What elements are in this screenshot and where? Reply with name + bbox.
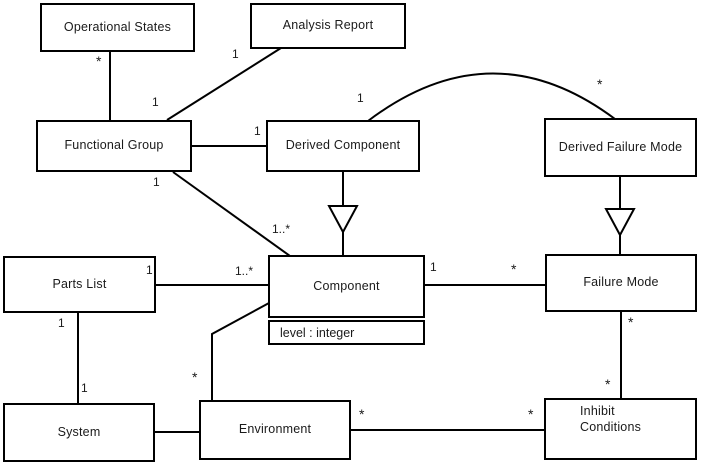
class-box-system[interactable]: System bbox=[3, 403, 155, 462]
multiplicity-derived-component-derived-failure-mode-end: 1 bbox=[357, 91, 364, 105]
connector-derived-component-derived-failure-mode bbox=[367, 72, 616, 122]
multiplicity-operational-states-end: * bbox=[96, 53, 102, 69]
class-name-operational-states: Operational States bbox=[63, 19, 172, 34]
multiplicity-component-parts-list-end: 1..* bbox=[235, 264, 254, 278]
connector-component-environment bbox=[211, 302, 270, 401]
class-box-component[interactable]: Component bbox=[268, 255, 425, 318]
class-name-parts-list: Parts List bbox=[52, 276, 107, 291]
class-name-environment: Environment bbox=[238, 422, 312, 437]
connector-analysis-report-functional-group bbox=[166, 47, 282, 121]
class-box-inhibit-conditions[interactable]: Inhibit Conditions bbox=[544, 398, 697, 460]
multiplicity-system-parts-list-end: 1 bbox=[81, 381, 88, 395]
multiplicity-failure-mode-inhibit-conditions-end: * bbox=[628, 314, 634, 330]
generalization-triangle-derived-component bbox=[327, 205, 359, 235]
multiplicity-functional-group-operational-states-end: 1 bbox=[152, 95, 159, 109]
class-name-system: System bbox=[57, 424, 101, 439]
attribute-text-level: level : integer bbox=[280, 325, 355, 340]
class-name-inhibit-conditions-line1: Inhibit bbox=[580, 404, 615, 418]
multiplicity-parts-list-system-end: 1 bbox=[58, 316, 65, 330]
class-box-parts-list[interactable]: Parts List bbox=[3, 256, 156, 313]
multiplicity-inhibit-conditions-environment-end: * bbox=[528, 406, 534, 422]
class-box-functional-group[interactable]: Functional Group bbox=[36, 120, 192, 172]
class-name-functional-group: Functional Group bbox=[64, 138, 164, 153]
class-name-derived-failure-mode: Derived Failure Mode bbox=[558, 139, 683, 154]
class-name-analysis-report: Analysis Report bbox=[282, 18, 374, 33]
multiplicity-failure-mode-component-end: * bbox=[511, 261, 517, 277]
class-box-derived-failure-mode[interactable]: Derived Failure Mode bbox=[544, 118, 697, 177]
multiplicity-component-functional-group-end: 1..* bbox=[272, 222, 291, 236]
multiplicity-environment-component-end: * bbox=[192, 369, 198, 385]
multiplicity-parts-list-component-end: 1 bbox=[146, 263, 153, 277]
class-name-inhibit-conditions-line2: Conditions bbox=[580, 419, 642, 434]
multiplicity-analysis-report-end: 1 bbox=[232, 47, 239, 61]
generalization-triangle-derived-failure-mode bbox=[604, 208, 636, 238]
class-box-analysis-report[interactable]: Analysis Report bbox=[250, 3, 406, 49]
class-box-derived-component[interactable]: Derived Component bbox=[266, 120, 420, 172]
class-box-failure-mode[interactable]: Failure Mode bbox=[545, 254, 697, 312]
multiplicity-inhibit-conditions-failure-mode-end: * bbox=[605, 376, 611, 392]
connector-functional-group-component bbox=[172, 171, 291, 257]
class-box-operational-states[interactable]: Operational States bbox=[40, 3, 195, 52]
class-name-component: Component bbox=[313, 278, 380, 293]
class-box-environment[interactable]: Environment bbox=[199, 400, 351, 460]
multiplicity-functional-group-component-end: 1 bbox=[153, 175, 160, 189]
multiplicity-derived-component-functional-group-end: 1 bbox=[254, 124, 261, 138]
class-name-inhibit-conditions: Inhibit Conditions bbox=[546, 400, 695, 458]
class-attribute-component-level: level : integer bbox=[268, 320, 425, 345]
multiplicity-component-failure-mode-end: 1 bbox=[430, 260, 437, 274]
multiplicity-environment-inhibit-conditions-end: * bbox=[359, 406, 365, 422]
class-name-derived-component: Derived Component bbox=[285, 138, 401, 153]
multiplicity-derived-failure-mode-derived-component-end: * bbox=[597, 76, 603, 92]
class-name-failure-mode: Failure Mode bbox=[583, 275, 659, 290]
